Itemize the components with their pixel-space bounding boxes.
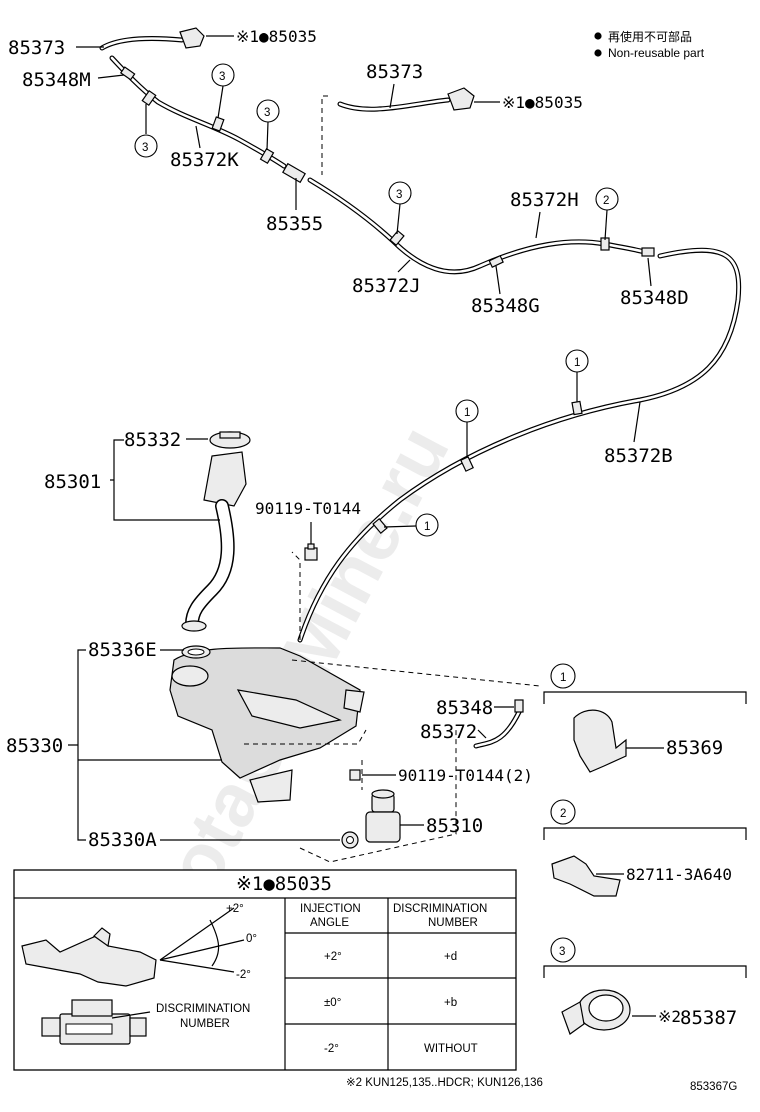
label-85348G: 85348G: [471, 295, 540, 317]
label-85372J: 85372J: [352, 275, 421, 297]
clip-1: [372, 517, 388, 535]
row-angle: ±0°: [324, 997, 341, 1009]
label-82711-3A640: 82711-3A640: [626, 865, 732, 884]
connector-85348M: [119, 66, 136, 81]
label-85355: 85355: [266, 213, 323, 235]
label-85035: ※1●85035: [236, 27, 317, 46]
clip-3: [211, 116, 225, 132]
note-85387-mark: ※2: [658, 1007, 681, 1026]
svg-text:1: 1: [560, 672, 566, 684]
label-85310: 85310: [426, 815, 483, 837]
svg-text:1: 1: [464, 407, 470, 419]
callout-3: [256, 99, 280, 123]
label-85336E: 85336E: [88, 639, 157, 661]
callout-1: [565, 349, 589, 373]
bullet-icon: [594, 32, 602, 40]
clip-3: [141, 89, 157, 107]
callout-2: [595, 187, 619, 211]
row-number: +d: [444, 951, 457, 963]
header-number: NUMBER: [428, 917, 478, 929]
connector-85348G: [488, 254, 504, 268]
label-85330A: 85330A: [88, 829, 157, 851]
detail-3-marker: [550, 937, 576, 963]
clip-1: [571, 400, 583, 416]
row-angle: -2°: [324, 1043, 339, 1055]
bolt-90119-2: [349, 769, 361, 781]
row-angle: +2°: [324, 951, 342, 963]
label-85348D: 85348D: [620, 287, 689, 309]
clip-82711: [551, 855, 621, 897]
nozzle-85035-left: [179, 27, 205, 49]
callout-1: [455, 399, 479, 423]
nozzle-85035-right: [447, 87, 475, 111]
label-85372H: 85372H: [510, 189, 579, 211]
callout-3: [134, 134, 158, 158]
svg-text:3: 3: [142, 142, 148, 154]
angle-minus-label: -2°: [236, 969, 251, 981]
svg-text:3: 3: [559, 946, 565, 958]
svg-text:3: 3: [264, 107, 270, 119]
label-85332: 85332: [124, 429, 181, 451]
filler-neck-85301: [203, 451, 247, 507]
svg-text:3: 3: [219, 71, 225, 83]
svg-text:1: 1: [574, 357, 580, 369]
label-85387: 85387: [680, 1007, 737, 1029]
diagram-id: 853367G: [690, 1081, 737, 1093]
footnote: ※2 KUN125,135..HDCR; KUN126,136: [346, 1077, 543, 1089]
callout-3: [211, 63, 235, 87]
bullet-icon: [594, 49, 602, 57]
connector-85348: [514, 699, 524, 713]
clip-3: [389, 229, 405, 247]
label-85035-right: ※1●85035: [502, 93, 583, 112]
label-85373-right: 85373: [366, 61, 423, 83]
connector-85348D: [641, 247, 655, 257]
angle-plus-label: +2°: [226, 903, 244, 915]
detail-1-marker: [550, 663, 576, 689]
label-85348M: 85348M: [22, 69, 91, 91]
label-85372K: 85372K: [170, 149, 239, 171]
svg-text:3: 3: [396, 189, 402, 201]
row-number: +b: [444, 997, 457, 1009]
row-number: WITHOUT: [424, 1043, 478, 1055]
label-90119-T0144-2: 90119-T0144(2): [398, 766, 533, 785]
label-85372B: 85372B: [604, 445, 673, 467]
clip-1: [460, 456, 474, 472]
label-85330: 85330: [6, 735, 63, 757]
discrimination-label-2: NUMBER: [180, 1018, 230, 1030]
callout-3: [388, 181, 412, 205]
header-angle: ANGLE: [310, 917, 349, 929]
label-85348: 85348: [436, 697, 493, 719]
label-85373: 85373: [8, 37, 65, 59]
label-85301: 85301: [44, 471, 101, 493]
svg-text:1: 1: [424, 521, 430, 533]
discrimination-label: DISCRIMINATION: [156, 1003, 250, 1015]
header-injection: INJECTION: [300, 903, 361, 915]
detail-2-marker: [550, 799, 576, 825]
header-discrimination: DISCRIMINATION: [393, 903, 487, 915]
svg-text:2: 2: [603, 195, 609, 207]
label-85372: 85372: [420, 721, 477, 743]
detail-table-title: ※1●85035: [236, 873, 332, 895]
angle-zero-label: 0°: [246, 933, 257, 945]
legend-non-reusable-jp: 再使用不可部品: [608, 29, 692, 44]
connector-85355: [282, 162, 306, 184]
clip-85369: [573, 709, 627, 773]
callout-1: [415, 513, 439, 537]
bolt-90119: [304, 547, 318, 561]
svg-text:2: 2: [560, 808, 566, 820]
clip-3: [259, 147, 275, 165]
label-85369: 85369: [666, 737, 723, 759]
label-90119-T0144: 90119-T0144: [255, 499, 361, 518]
nozzle-detail: [21, 935, 157, 987]
legend-non-reusable-en: Non-reusable part: [608, 46, 705, 60]
